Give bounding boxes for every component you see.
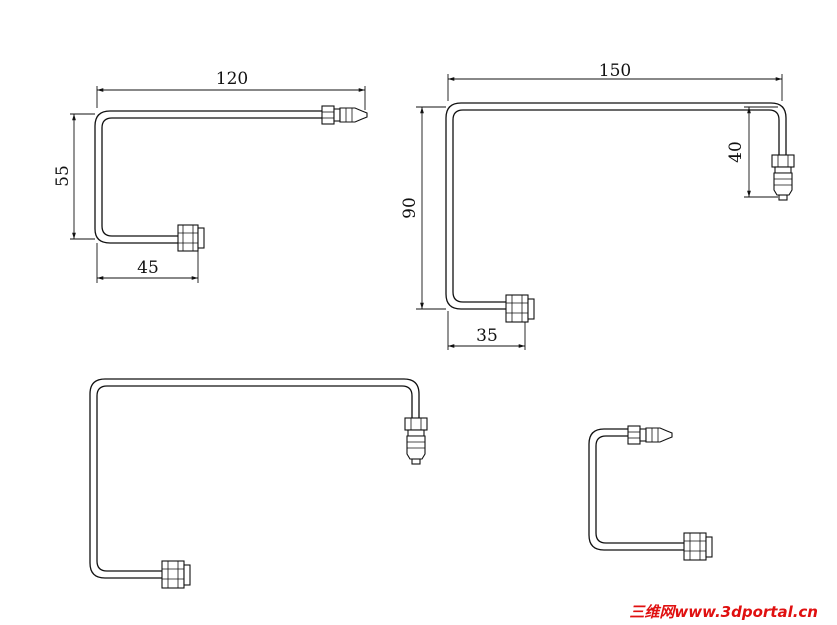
fitting-top-right	[627, 425, 673, 445]
fitting-top-right	[321, 105, 368, 125]
fitting-bottom	[177, 224, 205, 252]
pipe-part-4	[588, 425, 713, 561]
svg-text:40: 40	[726, 141, 746, 163]
dimension-90: 90	[400, 106, 446, 310]
svg-text:45: 45	[137, 258, 159, 278]
fitting-bottom	[683, 532, 713, 561]
svg-text:35: 35	[476, 326, 498, 346]
dimension-120: 120	[96, 69, 366, 110]
fitting-bottom	[505, 294, 535, 323]
fitting-right	[404, 417, 428, 465]
pipe-part-3	[89, 378, 428, 589]
dimension-40: 40	[726, 106, 778, 198]
pipe-part-1: 120 55 45	[53, 69, 368, 283]
fitting-bottom	[161, 560, 191, 589]
watermark-text: 三维网www.3dportal.cn	[629, 603, 818, 621]
svg-text:150: 150	[599, 61, 631, 81]
svg-text:120: 120	[216, 69, 248, 89]
dimension-45: 45	[96, 243, 199, 283]
dimension-55: 55	[53, 113, 95, 240]
pipe-part-2: 150 90 40 35	[400, 61, 795, 350]
svg-text:55: 55	[53, 165, 73, 187]
dimension-150: 150	[447, 61, 783, 101]
dimension-35: 35	[447, 311, 526, 350]
fitting-right	[771, 154, 795, 201]
svg-text:90: 90	[400, 197, 420, 219]
